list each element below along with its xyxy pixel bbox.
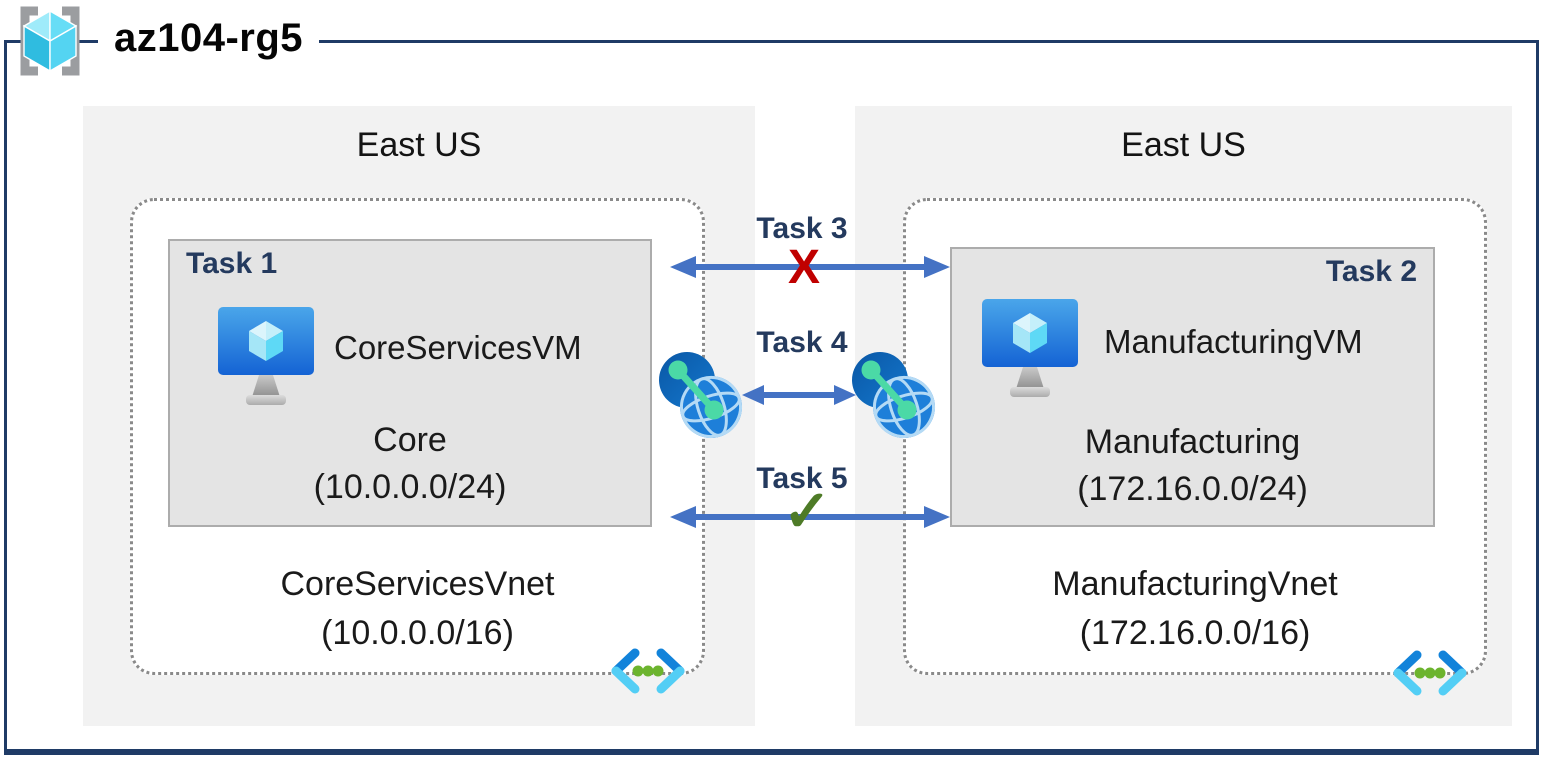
task-5-label: Task 5 [756, 462, 848, 495]
task-4-arrow [740, 381, 858, 414]
vnet-name: ManufacturingVnet [1052, 565, 1338, 603]
subnet-name: Core [373, 421, 447, 459]
vnet-cidr: (10.0.0.0/16) [321, 614, 514, 652]
task-3-arrow [668, 252, 952, 287]
resource-group-frame [4, 40, 1539, 755]
virtual-network-icon [608, 646, 688, 696]
vnet-cidr: (172.16.0.0/16) [1079, 614, 1311, 652]
vnet-caption: CoreServicesVnet (10.0.0.0/16) [130, 560, 705, 658]
task-2-label: Task 2 [1325, 255, 1417, 288]
subnet-cidr: (172.16.0.0/24) [1077, 470, 1308, 508]
vnet-peering-icon [657, 349, 745, 441]
virtual-network-icon [1390, 648, 1470, 698]
vm-name: CoreServicesVM [334, 329, 582, 366]
task-4-label: Task 4 [756, 326, 848, 359]
virtual-machine-icon [980, 297, 1080, 399]
vnet-name: CoreServicesVnet [280, 565, 555, 603]
vm-name: ManufacturingVM [1104, 323, 1363, 360]
resource-group-icon [8, 2, 92, 80]
vnet-peering-icon [850, 349, 938, 441]
virtual-machine-icon [216, 305, 316, 407]
resource-group-title: az104-rg5 [98, 12, 320, 64]
subnet-name: Manufacturing [1084, 423, 1301, 461]
blocked-x-marker: X [787, 241, 820, 294]
core-subnet-box: Task 1 CoreServicesVM Core (10.0.0.0/24) [168, 239, 652, 527]
vnet-caption: ManufacturingVnet (172.16.0.0/16) [903, 560, 1487, 658]
success-check-marker: ✓ [782, 479, 832, 544]
subnet-name-and-cidr: Core (10.0.0.0/24) [170, 417, 650, 511]
task-1-label: Task 1 [186, 247, 278, 280]
region-name: East US [1121, 126, 1246, 164]
task-5-arrow [668, 502, 952, 537]
manufacturing-subnet-box: Task 2 ManufacturingVM Manufacturing (17… [950, 247, 1435, 527]
subnet-name-and-cidr: Manufacturing (172.16.0.0/24) [952, 419, 1433, 513]
subnet-cidr: (10.0.0.0/24) [313, 468, 507, 506]
region-name: East US [356, 126, 482, 164]
task-3-label: Task 3 [756, 212, 848, 245]
